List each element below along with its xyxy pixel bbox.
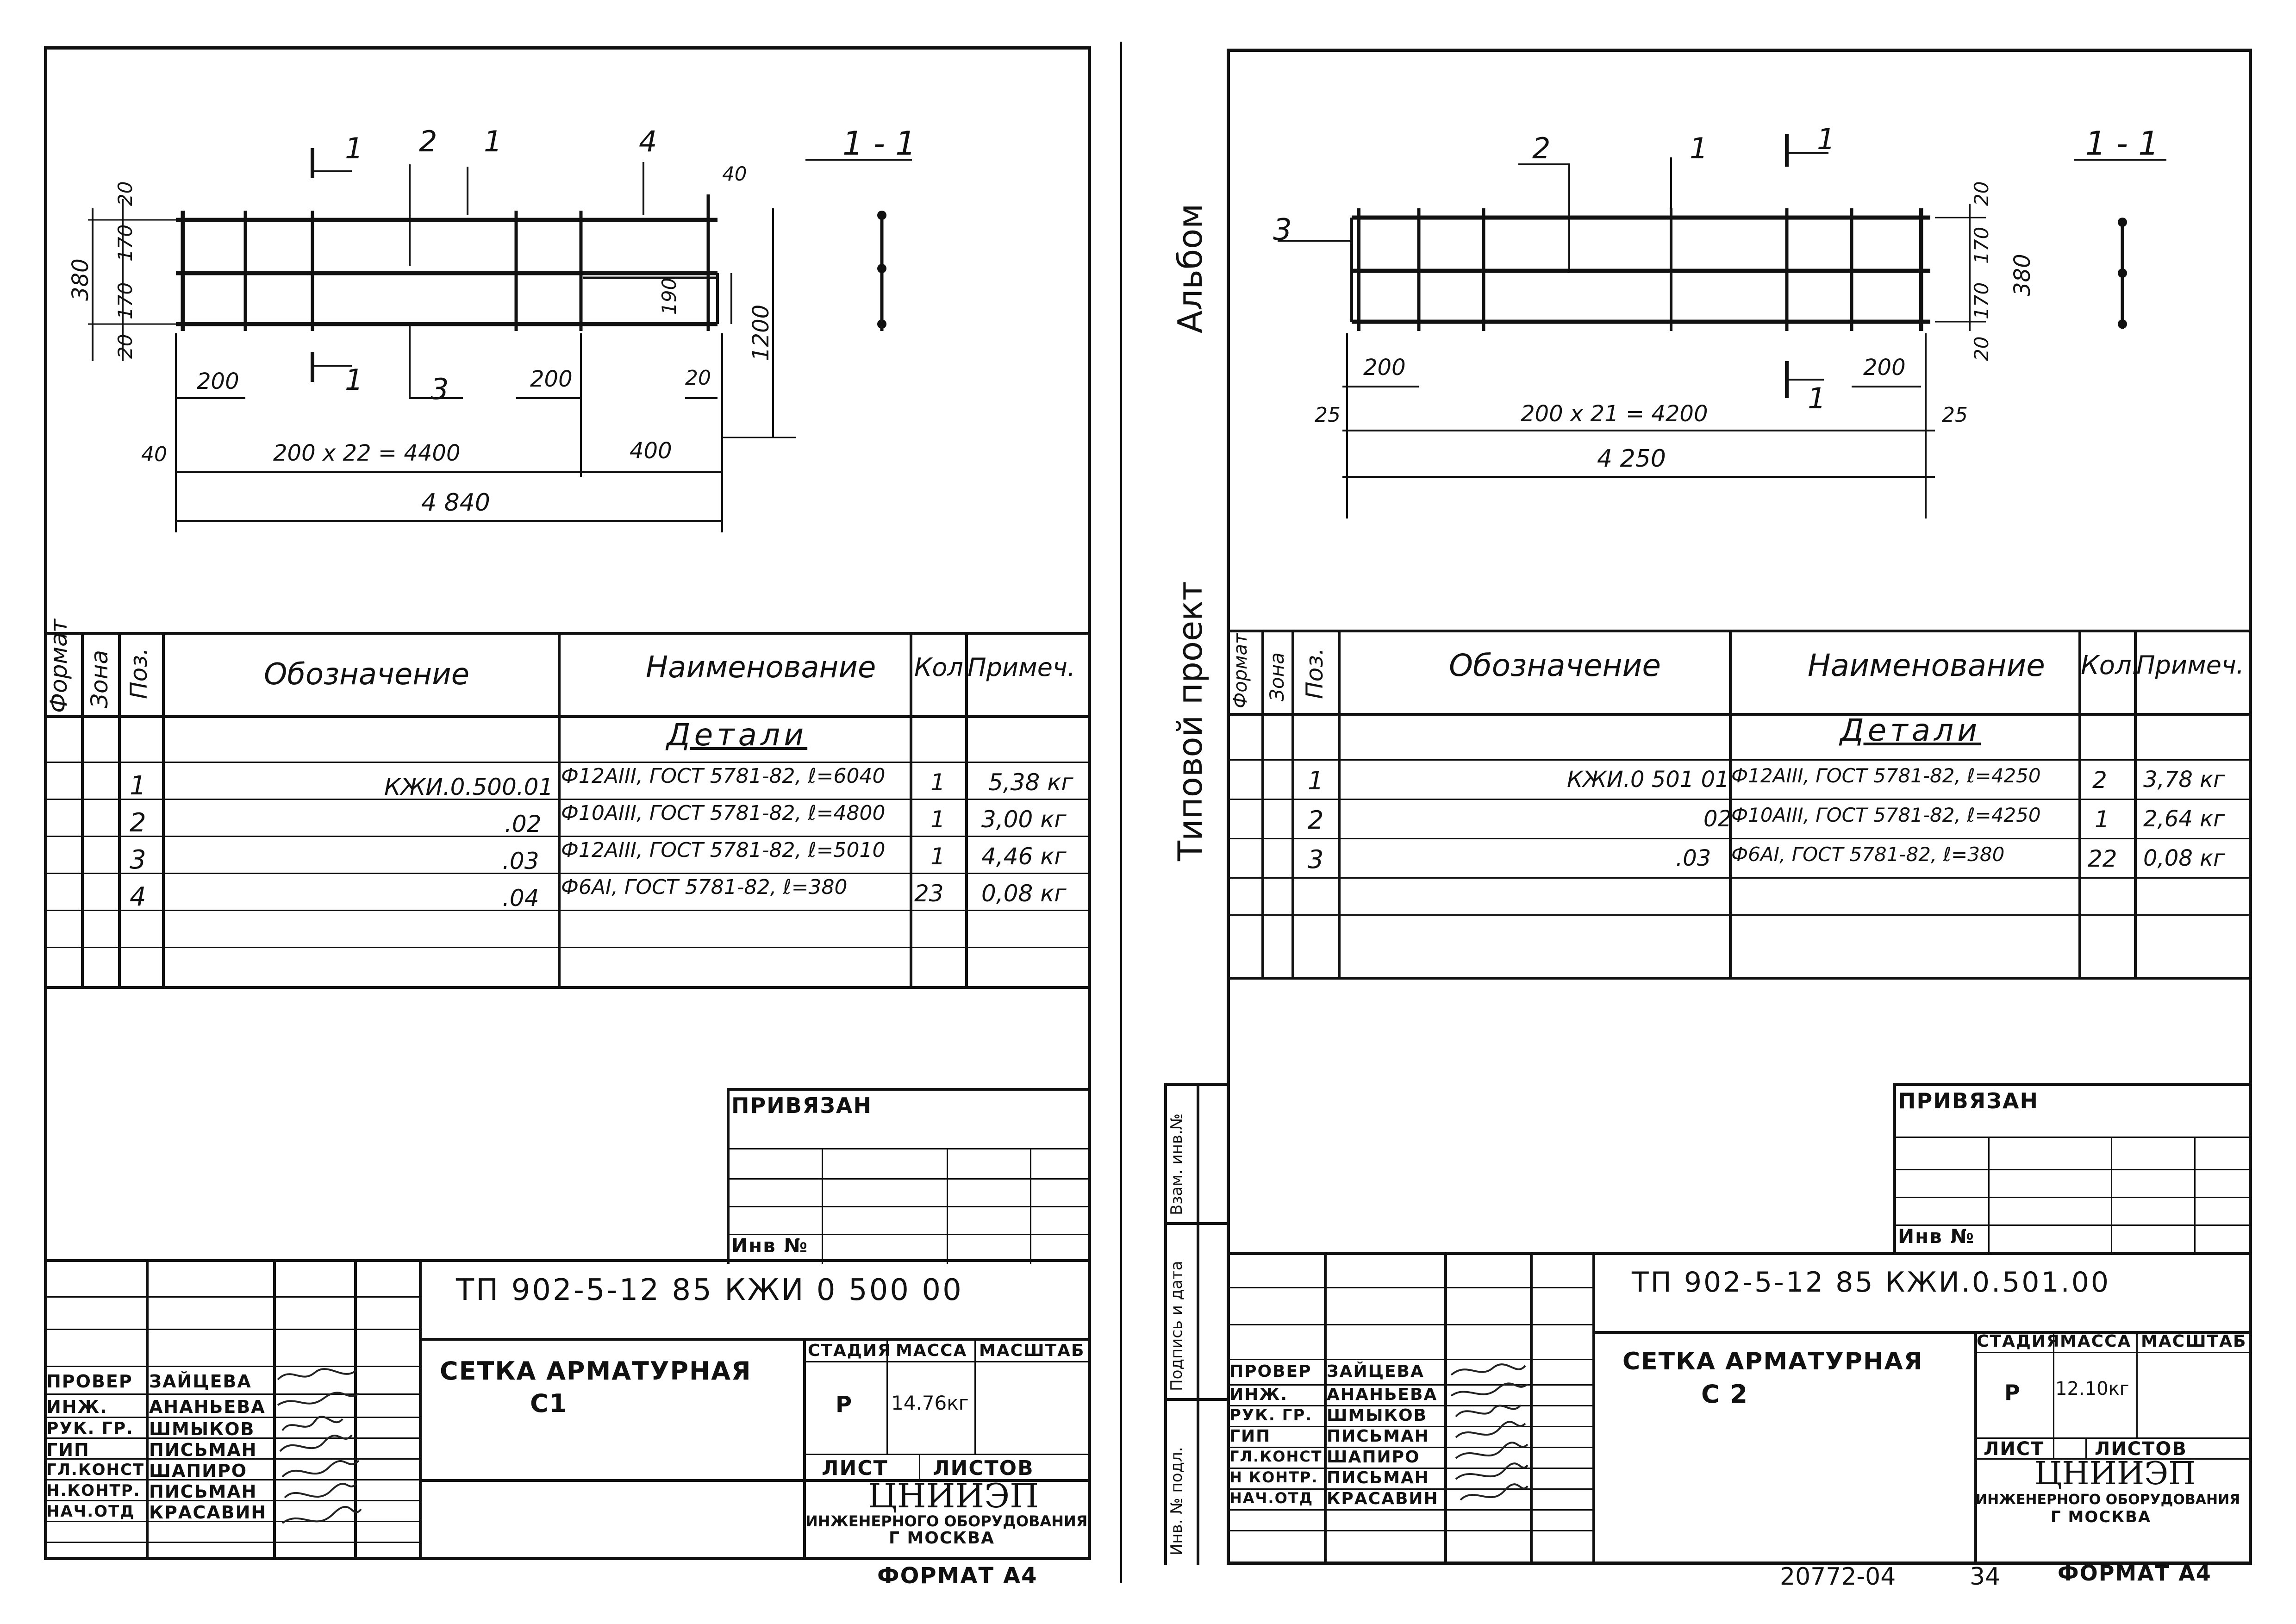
stage-header: СТАДИЯ	[1977, 1332, 2060, 1351]
stage-value: Р	[2004, 1380, 2021, 1405]
col-designation: Обозначение	[264, 657, 470, 692]
signatures	[1450, 1363, 1529, 1501]
dim-40-left: 40	[141, 443, 167, 466]
stage-value: Р	[836, 1392, 853, 1418]
sheets-header: ЛИСТОВ	[933, 1456, 1034, 1480]
dim-20-right: 20	[685, 366, 711, 390]
position-mark-1c: 1	[1808, 381, 1826, 415]
scale-header: МАСШТАБ	[2141, 1332, 2247, 1351]
dim-170-bottom: 170	[1970, 282, 1993, 319]
dim-25-right: 25	[1942, 403, 1968, 427]
sheet-2-drawing	[1278, 134, 2166, 518]
dim-200-right: 200	[530, 366, 573, 392]
sheet-2-frame	[1227, 49, 2252, 1565]
section-label: 1 - 1	[2085, 125, 2159, 162]
dim-40-top: 40	[722, 162, 747, 185]
position-mark-1b: 1	[484, 125, 502, 158]
dim-200-left: 200	[197, 369, 239, 394]
position-mark-2: 2	[1532, 131, 1551, 165]
organization-name: ЦНИИЭП	[2034, 1455, 2196, 1492]
col-name: Наименование	[1808, 648, 2045, 683]
stage-header: СТАДИЯ	[808, 1341, 892, 1360]
position-mark-1: 1	[345, 131, 363, 165]
dim-25-left: 25	[1315, 403, 1341, 427]
organization-city: Г МОСКВА	[2051, 1508, 2152, 1526]
position-mark-1b: 1	[1817, 122, 1835, 156]
privyazan-label: ПРИВЯЗАН	[731, 1093, 872, 1118]
side-vzam: Взам. инв.№	[1167, 1113, 1186, 1215]
organization-name: ЦНИИЭП	[868, 1476, 1039, 1515]
dim-span: 200 x 22 = 4400	[273, 440, 461, 466]
section-details: Детали	[1840, 712, 1981, 748]
dim-span: 200 x 21 = 4200	[1521, 401, 1708, 427]
col-qty: Кол.	[2081, 650, 2140, 681]
signatures	[277, 1368, 362, 1524]
mass-header: МАССА	[2060, 1332, 2132, 1351]
document-title-2: С1	[530, 1389, 568, 1418]
dim-20-bottom: 20	[1970, 336, 1993, 361]
dim-170-top: 170	[1970, 226, 1993, 264]
sheet-1-drawing	[88, 148, 912, 532]
position-mark-1: 1	[1690, 131, 1708, 165]
document-title: СЕТКА АРМАТУРНАЯ	[1622, 1348, 1923, 1375]
dim-20-top: 20	[1970, 181, 1993, 206]
col-pos: Поз.	[1301, 648, 1328, 699]
col-zone: Зона	[1266, 652, 1288, 701]
project-label: Типовой проект	[1171, 581, 1210, 861]
page-number: 34	[1970, 1563, 2001, 1591]
inv-label: Инв №	[731, 1234, 808, 1257]
dim-200-left: 200	[1363, 355, 1406, 381]
position-mark-3: 3	[430, 372, 449, 406]
col-format: Формат	[45, 619, 72, 713]
dim-200-right: 200	[1863, 355, 1906, 381]
organization-subtitle: ИНЖЕНЕРНОГО ОБОРУДОВАНИЯ	[1976, 1492, 2240, 1508]
position-mark-3: 3	[1273, 213, 1292, 247]
document-code: ТП 902-5-12 85 КЖИ 0 500 00	[456, 1273, 963, 1307]
sheet-header: ЛИСТ	[822, 1456, 888, 1480]
dim-380: 380	[2009, 254, 2035, 296]
document-code: ТП 902-5-12 85 КЖИ.0.501.00	[1632, 1266, 2111, 1299]
page-divider	[1120, 42, 1122, 1583]
document-title: СЕТКА АРМАТУРНАЯ	[440, 1356, 752, 1386]
section-label: 1 - 1	[842, 125, 916, 162]
sheet-header: ЛИСТ	[1984, 1438, 2045, 1460]
col-note: Примеч.	[967, 653, 1076, 682]
position-mark-2: 2	[419, 125, 437, 158]
mass-header: МАССА	[896, 1341, 967, 1360]
privyazan-label: ПРИВЯЗАН	[1898, 1088, 2039, 1113]
col-zone: Зона	[86, 650, 113, 708]
side-podpis: Подпись и дата	[1167, 1261, 1186, 1391]
col-name: Наименование	[646, 650, 876, 685]
format-label: ФОРМАТ А4	[2058, 1561, 2212, 1586]
col-note: Примеч.	[2136, 650, 2245, 680]
dim-total: 4 840	[421, 489, 490, 517]
mass-value: 12.10кг	[2055, 1378, 2129, 1399]
inv-label: Инв №	[1898, 1225, 1975, 1248]
organization-subtitle: ИНЖЕНЕРНОГО ОБОРУДОВАНИЯ	[805, 1512, 1088, 1530]
col-qty: Кол.	[914, 653, 972, 682]
side-inv-podl: Инв. № подл.	[1167, 1447, 1186, 1555]
organization-city: Г МОСКВА	[889, 1529, 995, 1548]
document-number: 20772-04	[1780, 1563, 1896, 1591]
format-label: ФОРМАТ А4	[877, 1563, 1038, 1589]
sheet-1-frame	[44, 46, 1091, 1560]
position-mark-1c: 1	[345, 363, 363, 397]
dim-400: 400	[630, 438, 672, 464]
scale-header: МАСШТАБ	[979, 1341, 1085, 1360]
document-title-2: С 2	[1701, 1380, 1749, 1409]
col-pos: Поз.	[125, 648, 152, 699]
position-mark-4: 4	[639, 125, 657, 158]
section-details: Детали	[667, 717, 808, 753]
col-designation: Обозначение	[1449, 648, 1661, 683]
mass-value: 14.76кг	[891, 1392, 969, 1414]
sheets-header: ЛИСТОВ	[2095, 1438, 2187, 1460]
dim-total: 4 250	[1597, 445, 1666, 473]
col-format: Формат	[1230, 633, 1251, 708]
